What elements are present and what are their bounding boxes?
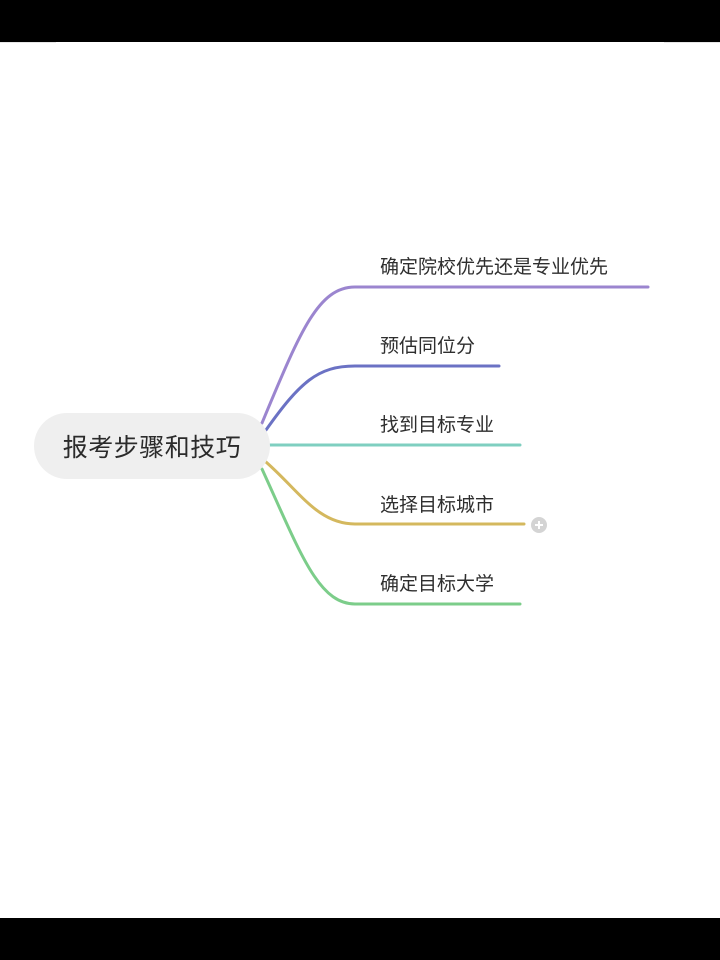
root-topic-label: 报考步骤和技巧 — [62, 433, 242, 462]
canvas-edge-left — [0, 42, 56, 43]
branch-connector — [264, 460, 526, 526]
mindmap-connectors — [260, 285, 650, 606]
branch-topic-target-city[interactable]: 选择目标城市 — [380, 494, 495, 516]
branch-topic-target-university[interactable]: 确定目标大学 — [380, 573, 495, 595]
branch-topic-estimate-score[interactable]: 预估同位分 — [380, 335, 476, 357]
branch-topic-target-major[interactable]: 找到目标专业 — [380, 414, 495, 436]
branch-connector — [260, 285, 650, 425]
branch-connector — [260, 467, 522, 606]
mindmap-canvas[interactable]: 报考步骤和技巧 确定院校优先还是专业优先 预估同位分 找到目标专业 选择目标城市… — [0, 42, 720, 918]
branch-topic-school-or-major[interactable]: 确定院校优先还是专业优先 — [380, 256, 609, 278]
root-topic-node[interactable]: 报考步骤和技巧 — [34, 413, 270, 479]
bottom-black-bar — [0, 918, 720, 960]
branch-connector — [264, 364, 501, 432]
canvas-edge-right — [664, 42, 720, 43]
top-black-bar — [0, 0, 720, 42]
plus-circle-icon[interactable] — [531, 517, 547, 533]
